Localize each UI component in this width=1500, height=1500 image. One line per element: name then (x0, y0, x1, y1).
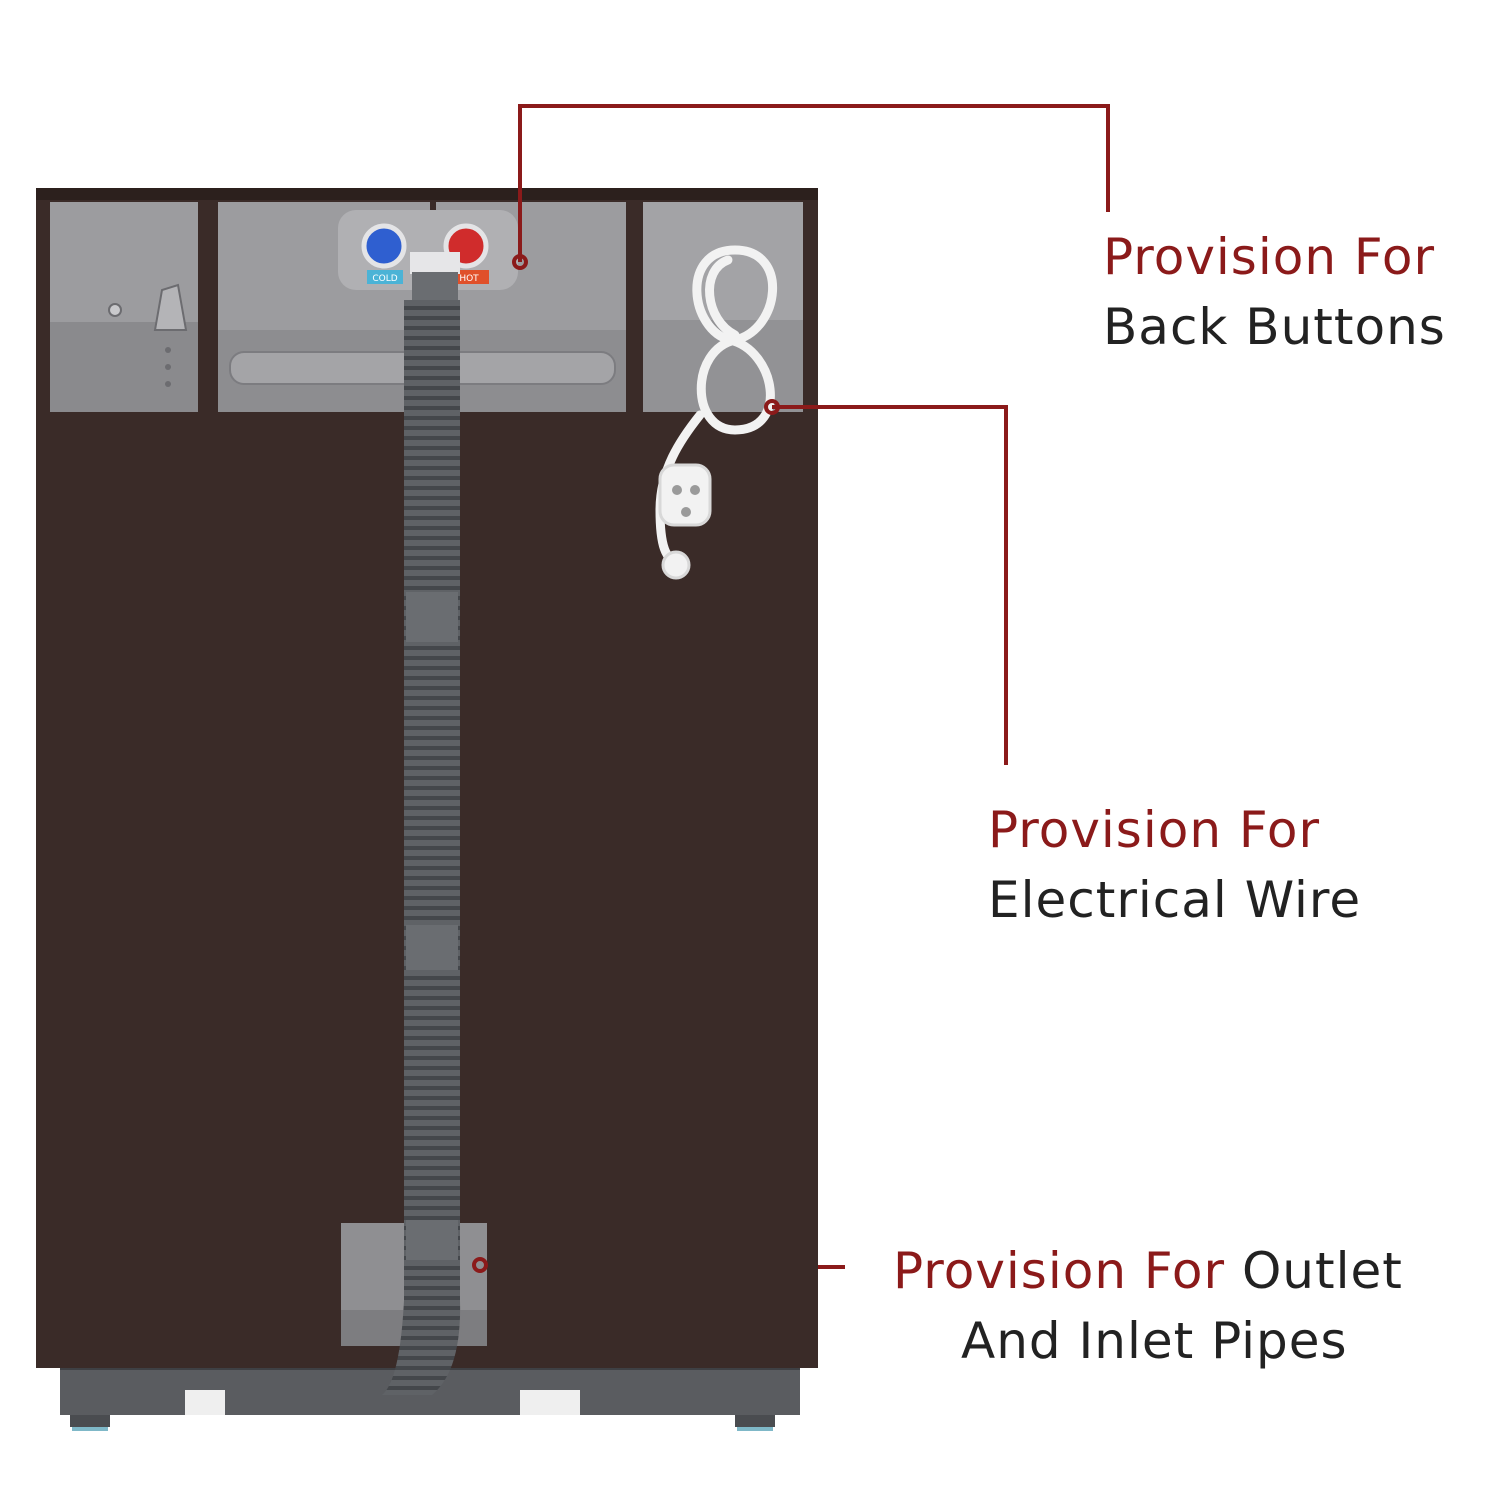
leader-back-buttons (518, 104, 1110, 262)
callout-back-buttons-heading: Provision For (1103, 228, 1436, 286)
cold-label: COLD (372, 274, 397, 284)
callout-electrical-wire: Provision For Electrical Wire (988, 795, 1361, 935)
callout-pipes-text-2: And Inlet Pipes (961, 1312, 1348, 1370)
power-cord (655, 245, 777, 580)
callout-electrical-wire-heading: Provision For (988, 801, 1321, 859)
back-buttons: COLD HOT (338, 210, 518, 290)
callout-pipes-heading: Provision For (893, 1242, 1226, 1300)
callout-back-buttons: Provision For Back Buttons (1103, 222, 1446, 362)
callout-leaders (472, 104, 1110, 1273)
callout-pipes-text-1: Outlet (1225, 1242, 1403, 1300)
leader-electrical-wire (772, 405, 1008, 765)
hot-label: HOT (459, 274, 479, 284)
callout-pipes: Provision For Outlet And Inlet Pipes (893, 1236, 1403, 1376)
callout-back-buttons-text: Back Buttons (1103, 298, 1446, 356)
drain-hose (382, 252, 461, 1395)
callout-electrical-wire-text: Electrical Wire (988, 871, 1362, 929)
